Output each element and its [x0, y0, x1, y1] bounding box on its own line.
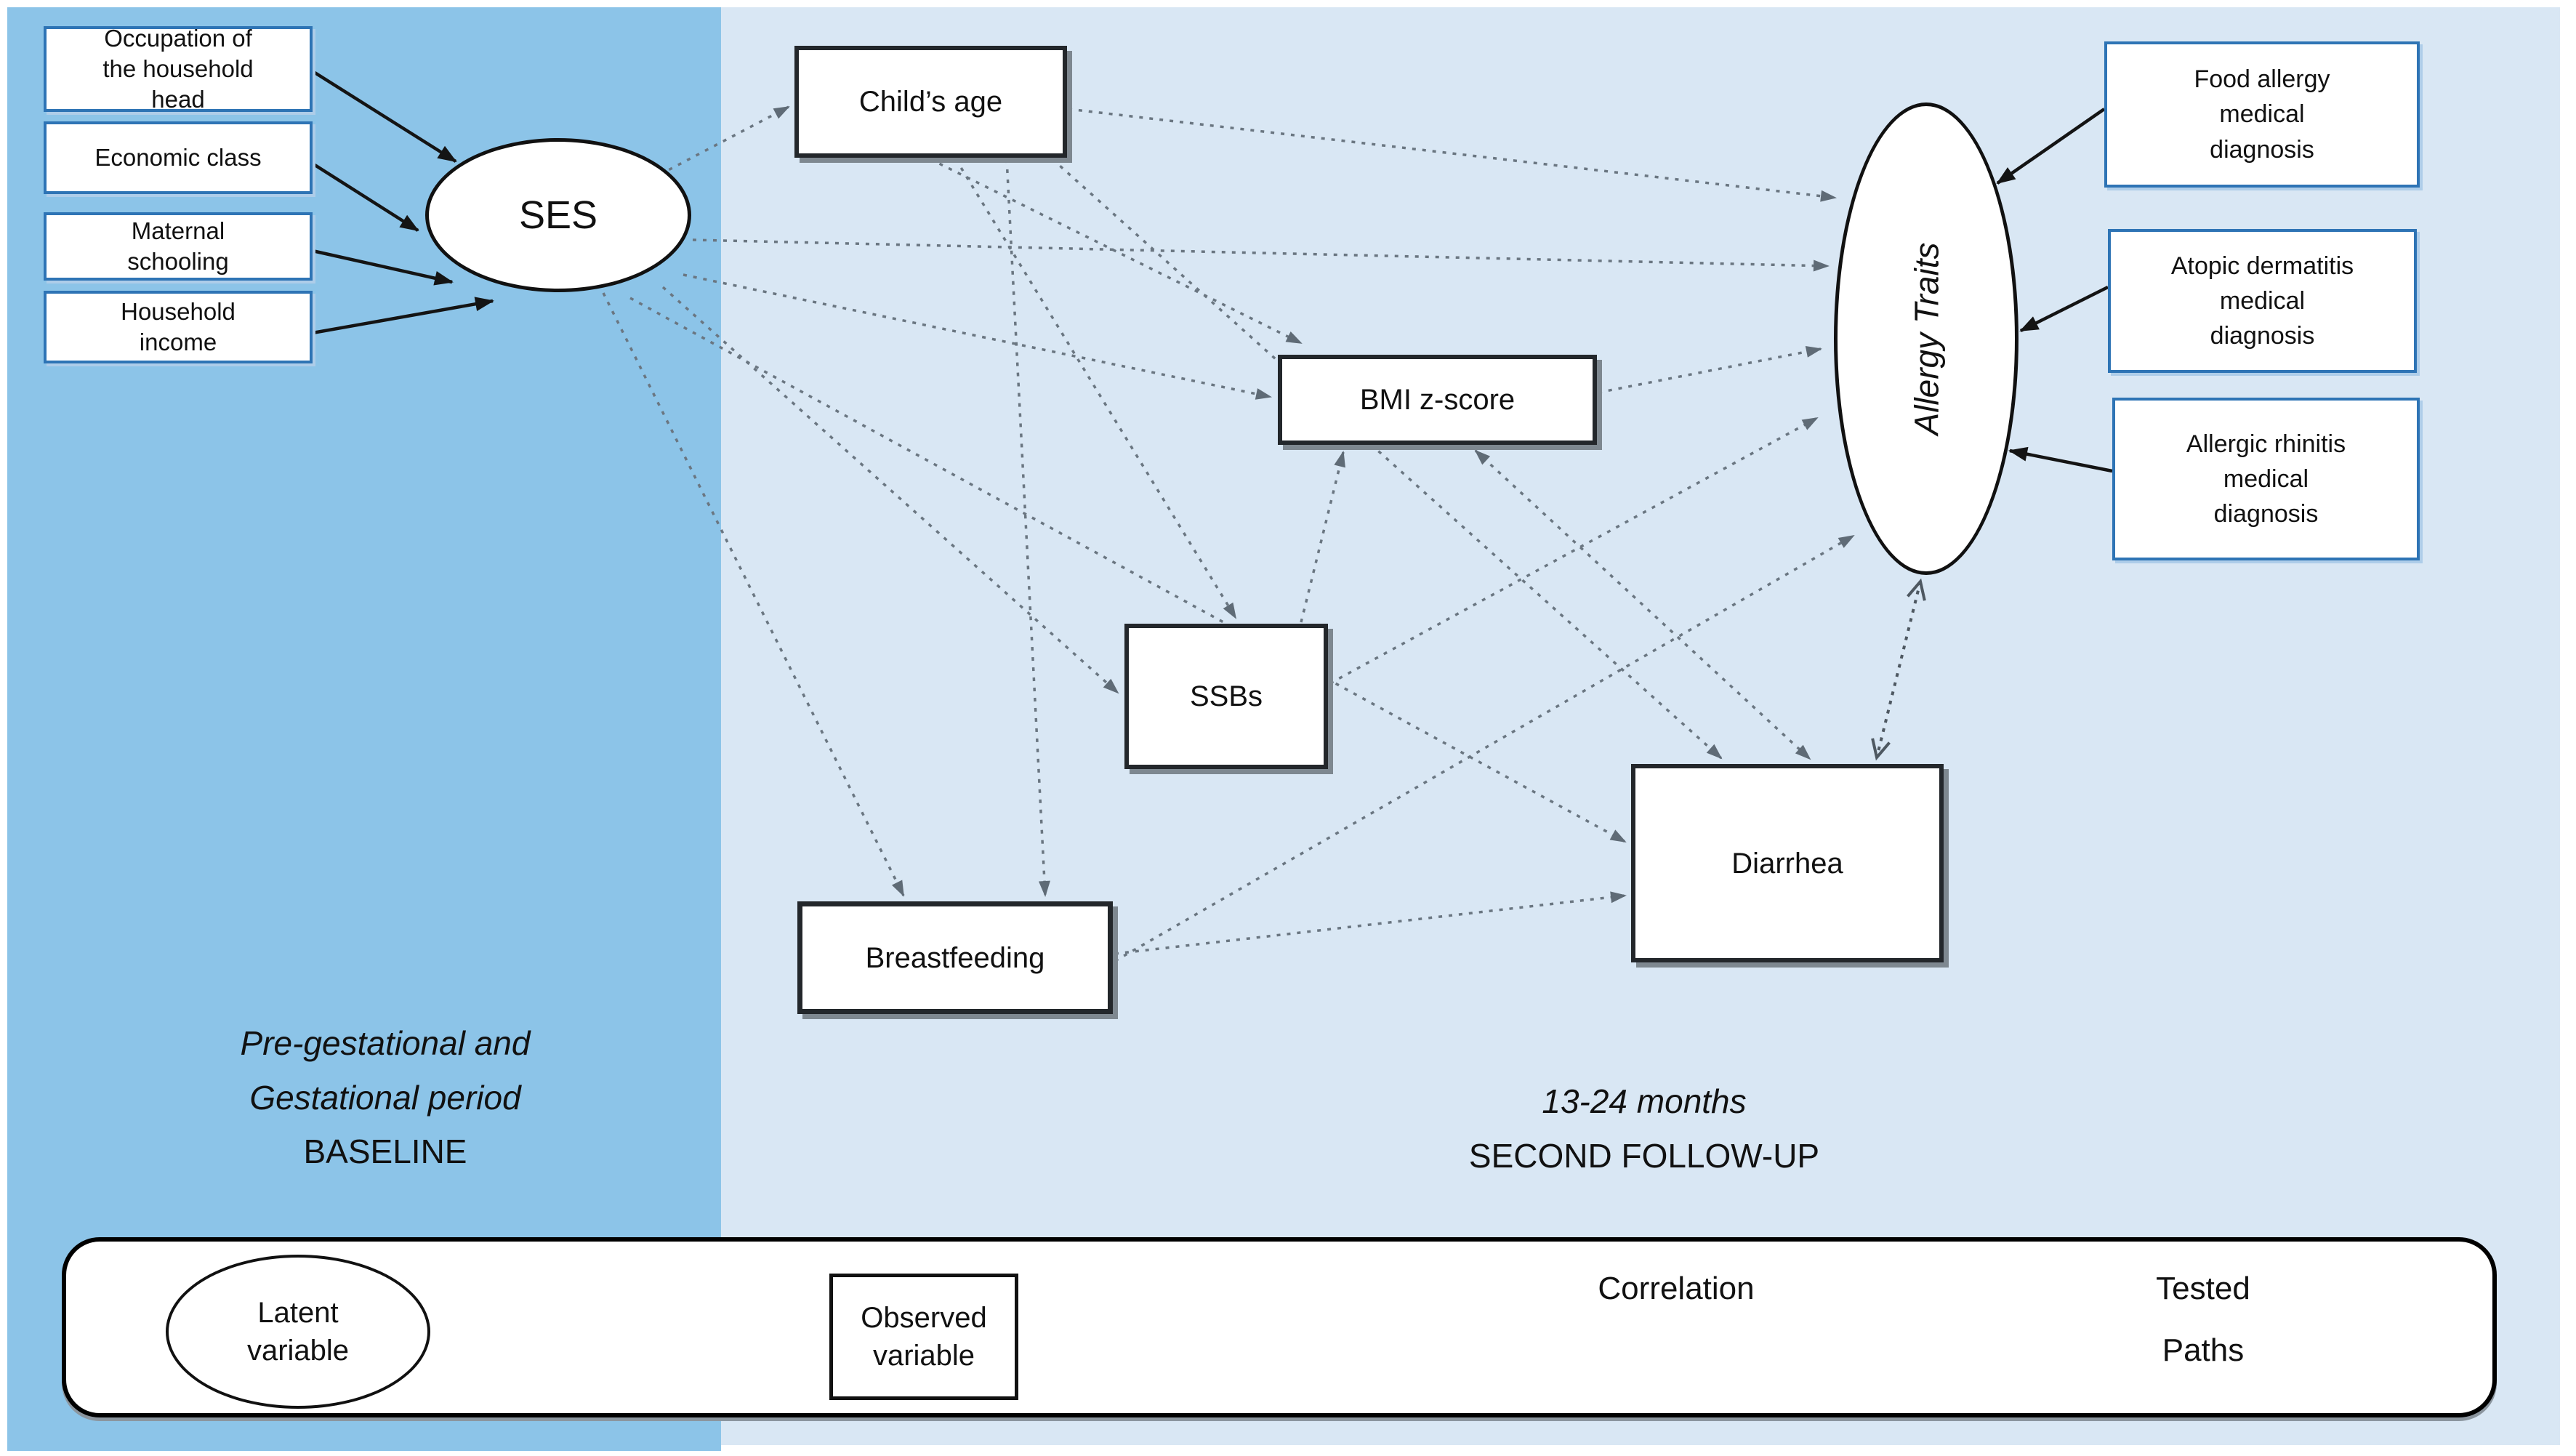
node-breastfeeding: Breastfeeding — [797, 901, 1113, 1014]
edge-childs_age-to-bmi — [930, 158, 1303, 345]
legend-label-line: variable — [246, 1335, 350, 1367]
node-childs-age: Child’s age — [794, 46, 1067, 158]
node-maternal-schooling: Maternal schooling — [44, 212, 313, 281]
node-label-line: the household — [102, 55, 254, 82]
node-bmi-z-score: BMI z-score — [1278, 355, 1597, 445]
node-label-line: diagnosis — [2210, 135, 2314, 164]
caption-line: Pre-gestational and — [240, 1024, 531, 1062]
edge-ssbs-to-allergy_traits — [1329, 417, 1819, 685]
legend-correlation-label: Correlation — [1598, 1271, 1755, 1306]
node-household-income: Household income — [44, 291, 313, 363]
edge-bmi-to-diarrhea — [1474, 449, 1811, 760]
edge-maternal_schooling-to-ses — [312, 249, 454, 286]
legend-label-line: variable — [872, 1340, 975, 1372]
edge-ses-to-childs_age — [659, 105, 790, 176]
legend-tested-paths-label: Tested — [2156, 1271, 2250, 1306]
edge-economic_class-to-ses — [311, 162, 419, 232]
node-label-line: Food allergy — [2194, 65, 2330, 94]
legend-observed-variable-box: Observed variable — [829, 1274, 1018, 1400]
edge-atopic_dermatitis-to-allergy_traits — [2019, 285, 2109, 333]
node-label-line: Household — [121, 297, 236, 325]
legend-box: Latent variable Observed variable Correl… — [62, 1237, 2497, 1417]
caption-line: Gestational period — [249, 1078, 521, 1117]
node-allergic-rhinitis-diagnosis: Allergic rhinitis medical diagnosis — [2112, 398, 2420, 560]
node-label: Child’s age — [858, 86, 1003, 118]
node-allergy-traits-latent-ellipse: Allergy Traits — [1834, 102, 2018, 575]
node-food-allergy-diagnosis: Food allergy medical diagnosis — [2104, 41, 2420, 188]
edge-childs_age-to-ssbs — [954, 158, 1237, 619]
edge-ses-to-bmi — [683, 273, 1272, 400]
node-atopic-dermatitis-diagnosis: Atopic dermatitis medical diagnosis — [2108, 229, 2417, 373]
edge-bmi-to-allergy_traits — [1598, 345, 1822, 394]
node-label-line: head — [151, 86, 205, 113]
node-label-line: Allergic rhinitis — [2186, 430, 2346, 458]
legend-latent-variable-ellipse: Latent variable — [166, 1255, 430, 1409]
node-label: SES — [518, 193, 598, 237]
caption-line: BASELINE — [303, 1133, 467, 1171]
node-label-line: income — [139, 329, 217, 355]
node-label-line: Occupation of — [104, 24, 252, 52]
edge-occupation-to-ses — [311, 70, 457, 163]
node-occupation-household-head: Occupation of the household head — [44, 24, 313, 113]
edge-ses-to-breastfeeding — [602, 292, 905, 897]
caption-line: 13-24 months — [1542, 1082, 1747, 1120]
edge-childs_age-to-diarrhea — [1051, 158, 1723, 760]
node-label-line: medical — [2219, 286, 2306, 315]
edge-ses-to-allergy_traits — [692, 238, 1830, 272]
followup-period-caption: 13-24 months SECOND FOLLOW-UP — [1390, 1074, 1899, 1183]
node-label: Economic class — [94, 143, 262, 171]
edge-ses-to-ssbs — [661, 286, 1119, 694]
edge-allergy_traits-to-diarrhea — [1871, 578, 1926, 761]
edge-household_income-to-ses — [312, 297, 494, 335]
node-label: BMI z-score — [1359, 384, 1516, 416]
baseline-period-caption: Pre-gestational and Gestational period B… — [131, 1016, 640, 1179]
node-diarrhea: Diarrhea — [1631, 764, 1944, 962]
node-label-line: schooling — [127, 248, 229, 275]
node-ssbs: SSBs — [1124, 624, 1328, 769]
node-label-line: medical — [2219, 100, 2305, 129]
node-label-line: Atopic dermatitis — [2170, 252, 2354, 280]
edge-ssbs-to-bmi — [1300, 451, 1345, 623]
edge-childs_age-to-breastfeeding — [1005, 158, 1050, 897]
edge-breastfeeding-to-diarrhea — [1114, 891, 1627, 955]
legend-label-line: Observed — [861, 1302, 987, 1334]
node-ses-latent-ellipse: SES — [425, 138, 691, 292]
edge-food_allergy-to-allergy_traits — [1996, 108, 2106, 185]
node-label-line: diagnosis — [2210, 322, 2315, 350]
edge-allergic_rhinitis-to-allergy_traits — [2008, 446, 2113, 473]
node-label: Breastfeeding — [865, 941, 1045, 974]
node-economic-class: Economic class — [44, 121, 313, 194]
legend-label-line: Latent — [257, 1297, 339, 1329]
node-label-line: Maternal — [131, 217, 225, 244]
node-label: Allergy Traits — [1907, 242, 1946, 435]
legend-tested-paths-label: Paths — [2162, 1332, 2245, 1368]
node-label: SSBs — [1189, 680, 1263, 712]
node-label-line: diagnosis — [2213, 500, 2319, 528]
caption-line: SECOND FOLLOW-UP — [1468, 1136, 1820, 1175]
node-label-line: medical — [2223, 464, 2309, 493]
node-label: Diarrhea — [1731, 847, 1843, 880]
edge-childs_age-to-allergy_traits — [1068, 108, 1837, 202]
